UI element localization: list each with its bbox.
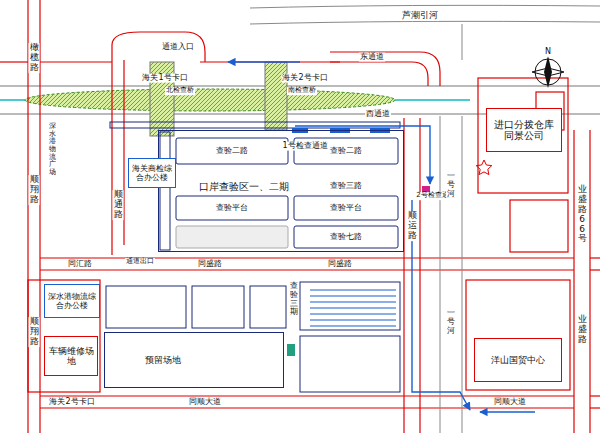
map-area: 海关商检综合办公楼: [128, 158, 176, 188]
map-label: 同顺大道: [493, 398, 527, 407]
map-label: 西通道: [365, 110, 391, 119]
road-name: 查验三期: [289, 282, 299, 317]
map-label: 通道入口: [161, 43, 195, 52]
map-label: 海关2号卡口: [281, 74, 328, 83]
map-label: 查验平台: [215, 204, 249, 213]
map-label: 北检查桥: [165, 87, 195, 95]
area-label: 口岸查验区一、二期: [199, 181, 289, 193]
map-label: 1号检查通道: [281, 142, 328, 151]
map-label: 同盛路: [197, 260, 223, 269]
map-label: 海关1号卡口: [141, 74, 188, 83]
map-label: 查验平台: [329, 204, 363, 213]
map-area: 进口分拨仓库同景公司: [486, 108, 562, 152]
map-label: 芦潮引河: [401, 11, 439, 21]
area-label: 海关商检综合办公楼: [131, 164, 173, 182]
road-name: 顺通路: [113, 190, 124, 220]
map-area: 车辆维修场地: [44, 336, 98, 376]
map-label: 通道出口: [125, 258, 155, 266]
road-name: 业盛路: [577, 315, 588, 345]
road-name: 深水港物流广场: [48, 123, 57, 177]
area-label: 同景公司: [504, 130, 544, 142]
area-label: 深水港物流综合办公楼: [47, 292, 97, 310]
road-name: 顺翔路: [29, 317, 40, 347]
map-label: 同汇路: [67, 260, 93, 269]
map-area: 深水港物流综合办公楼: [44, 284, 100, 318]
map-label: N: [544, 48, 552, 57]
area-label: 进口分拨仓库: [494, 119, 554, 131]
map-label: 东通道: [359, 53, 385, 62]
road-name: 顺翔路: [29, 175, 40, 205]
road-name: 一号河: [446, 309, 456, 335]
road-name: 一号河: [446, 172, 456, 198]
area-label: 预留场地: [145, 355, 181, 365]
map-area: 洋山国贸中心: [474, 338, 562, 382]
road-name: 业盛路66号: [577, 185, 588, 244]
map-label: 南检查桥: [287, 87, 317, 95]
area-label: 车辆维修场地: [47, 346, 95, 367]
map-label: 查验二路: [329, 147, 363, 156]
map-area: 预留场地: [104, 332, 284, 388]
map-label: 查验七路: [329, 233, 363, 242]
area-label: 洋山国贸中心: [491, 355, 545, 365]
map-label: 海关2号卡口: [48, 398, 95, 407]
map-label: 同盛路: [327, 260, 353, 269]
road-name: 橄榄路: [29, 43, 40, 73]
map-label: 查验二路: [215, 147, 249, 156]
road-name: 顺运路: [407, 211, 418, 241]
map-label: 查验三路: [329, 182, 363, 191]
map-label: 同顺大道: [188, 398, 222, 407]
